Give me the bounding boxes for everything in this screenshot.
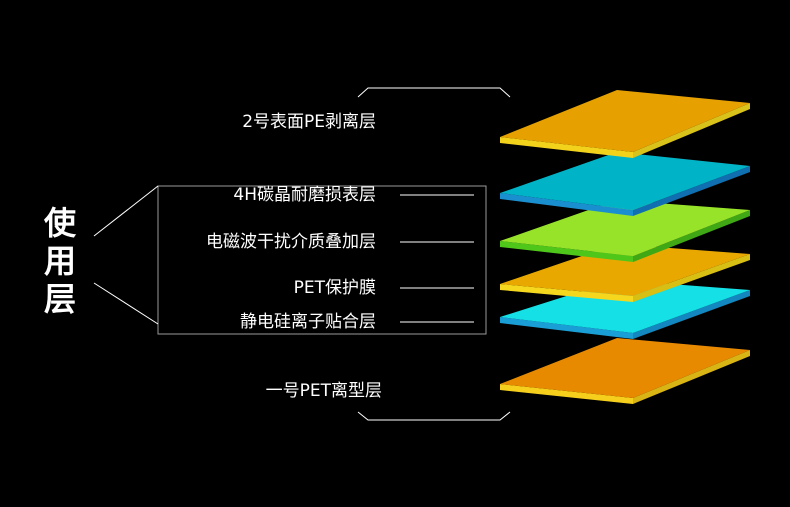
layer-label-4: PET保护膜	[293, 278, 376, 298]
layer-plate-1	[500, 90, 750, 158]
layer-label-2: 4H碳晶耐磨损表层	[233, 185, 376, 205]
layer-plate-front-edge	[500, 384, 633, 404]
layer-plate-front-edge	[500, 137, 633, 158]
bottom-bracket-line	[357, 411, 511, 421]
usage-title-char-1: 使	[43, 204, 76, 242]
usage-diagonal-top	[93, 185, 159, 237]
layer-plate-front-edge	[500, 193, 633, 216]
usage-group-box	[157, 185, 487, 335]
layer-plate-5	[500, 280, 750, 339]
layer-plate-top-face	[500, 152, 750, 210]
layer-label-3: 电磁波干扰介质叠加层	[206, 232, 376, 252]
layer-plate-side-edge	[633, 103, 750, 158]
layer-plate-6	[500, 338, 750, 404]
top-bracket-line	[357, 87, 511, 98]
layer-plate-top-face	[500, 244, 750, 296]
layer-plate-front-edge	[500, 317, 633, 339]
usage-layer-title: 使 用 层	[40, 204, 80, 318]
layer-plate-side-edge	[633, 254, 750, 302]
layer-plate-front-edge	[500, 284, 633, 302]
layer-plate-front-edge	[500, 241, 633, 262]
layer-label-1: 2号表面PE剥离层	[242, 112, 376, 132]
layer-plate-2	[500, 152, 750, 216]
layer-label-6: 一号PET离型层	[265, 381, 382, 401]
layer-plate-side-edge	[633, 290, 750, 339]
layer-label-5: 静电硅离子贴合层	[240, 312, 376, 332]
layer-plate-side-edge	[633, 350, 750, 404]
usage-title-char-2: 用	[43, 242, 76, 280]
usage-title-char-3: 层	[43, 280, 76, 318]
layer-plate-top-face	[500, 280, 750, 333]
layer-plate-side-edge	[633, 166, 750, 216]
layer-plate-4	[500, 244, 750, 302]
layer-plate-side-edge	[633, 210, 750, 262]
layer-plate-top-face	[500, 200, 750, 256]
layer-plate-top-face	[500, 90, 750, 152]
layer-plate-3	[500, 200, 750, 262]
layer-plate-top-face	[500, 338, 750, 398]
usage-diagonal-bottom	[93, 282, 159, 325]
